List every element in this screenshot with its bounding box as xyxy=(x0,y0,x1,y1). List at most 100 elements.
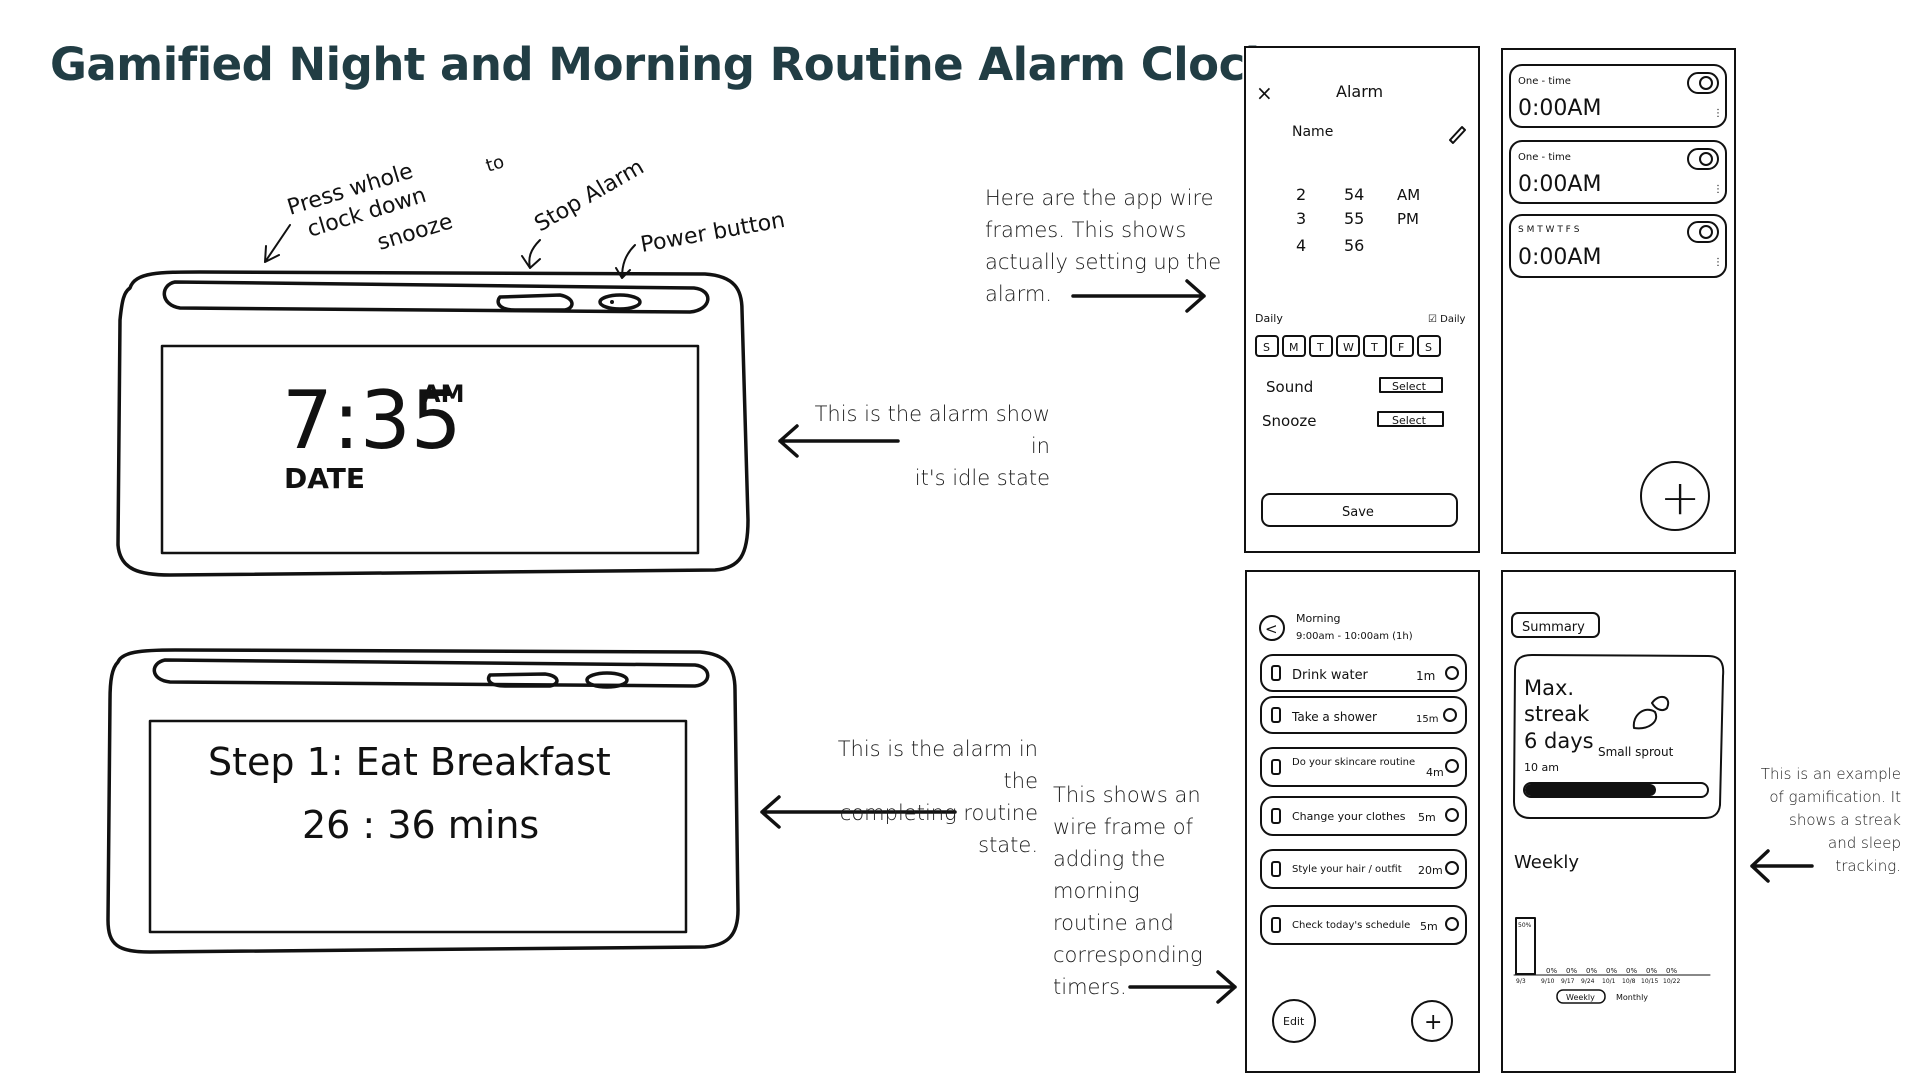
more-icon[interactable]: ⋮ xyxy=(1713,108,1723,119)
week-pct: 0% xyxy=(1566,967,1577,975)
task-card[interactable] xyxy=(1260,747,1467,787)
day-selector: S M T W T F S xyxy=(1255,335,1441,357)
note-line: shows a streak xyxy=(1789,811,1901,829)
drag-handle-icon[interactable] xyxy=(1271,861,1281,877)
task-label: Take a shower xyxy=(1291,710,1377,724)
alarm-card[interactable] xyxy=(1509,214,1727,278)
drag-handle-icon[interactable] xyxy=(1271,707,1281,723)
task-card[interactable] xyxy=(1260,696,1467,734)
more-icon[interactable]: ⋮ xyxy=(1713,257,1723,268)
alarm-card[interactable] xyxy=(1509,140,1727,204)
routine-task[interactable]: Check today's schedule 5m xyxy=(1260,905,1467,945)
task-check[interactable] xyxy=(1445,808,1459,822)
day-label: T xyxy=(1370,341,1378,354)
task-check[interactable] xyxy=(1445,759,1459,773)
task-card[interactable] xyxy=(1260,905,1467,945)
summary-header: Summary xyxy=(1522,620,1585,635)
week-pct: 0% xyxy=(1626,967,1637,975)
week-date: 10/15 xyxy=(1641,978,1658,985)
note-line: timers. xyxy=(1053,975,1127,999)
drag-handle-icon[interactable] xyxy=(1271,808,1281,824)
routine-timer: 26 : 36 mins xyxy=(302,803,539,847)
alarm-list-item[interactable]: S M T W T F S 0:00AM ⋮ xyxy=(1509,214,1727,278)
time-picker[interactable]: 2 54 AM 3 55 PM 4 56 xyxy=(1296,185,1420,255)
task-duration: 4m xyxy=(1426,766,1444,779)
note-line: adding the xyxy=(1053,847,1166,871)
day-label: M xyxy=(1289,341,1299,354)
arrow-idle-icon xyxy=(778,424,900,458)
annotation-power: Power button xyxy=(639,208,787,258)
task-check[interactable] xyxy=(1445,666,1459,680)
week-pct: 0% xyxy=(1666,967,1677,975)
task-card[interactable] xyxy=(1260,654,1467,692)
alarm-card[interactable] xyxy=(1509,64,1727,128)
week-pct: 0% xyxy=(1646,967,1657,975)
routine-name: Morning xyxy=(1296,612,1341,625)
week-date: 10/1 xyxy=(1602,978,1616,985)
day-button[interactable] xyxy=(1363,335,1387,357)
device-routine-screen xyxy=(148,719,688,934)
routine-task[interactable]: Do your skincare routine 4m xyxy=(1260,747,1467,787)
alarm-toggle[interactable] xyxy=(1687,148,1719,170)
task-card[interactable] xyxy=(1260,796,1467,836)
drag-handle-icon[interactable] xyxy=(1271,759,1281,775)
toggle-weekly-button[interactable] xyxy=(1556,989,1606,1004)
power-button[interactable] xyxy=(598,293,642,311)
day-button[interactable] xyxy=(1309,335,1333,357)
task-card[interactable] xyxy=(1260,849,1467,889)
day-label: F xyxy=(1398,341,1404,354)
alarm-list-item[interactable]: One - time 0:00AM ⋮ xyxy=(1509,140,1727,204)
daily-checkbox[interactable]: ☑ Daily xyxy=(1428,314,1466,325)
edit-routine-button[interactable] xyxy=(1272,999,1316,1043)
summary-tab[interactable] xyxy=(1511,612,1600,638)
alarm-toggle[interactable] xyxy=(1687,72,1719,94)
routine-task[interactable]: Style your hair / outfit 20m xyxy=(1260,849,1467,889)
alarm-type: One - time xyxy=(1518,152,1571,163)
week-date: 9/3 xyxy=(1516,978,1526,985)
day-button[interactable] xyxy=(1282,335,1306,357)
add-task-button[interactable] xyxy=(1411,1000,1453,1042)
note-line: Here are the app wire xyxy=(985,186,1214,210)
alarm-list-item[interactable]: One - time 0:00AM ⋮ xyxy=(1509,64,1727,128)
edit-pencil-icon[interactable] xyxy=(1449,126,1466,144)
week-date: 10/22 xyxy=(1663,978,1680,985)
close-icon[interactable]: × xyxy=(1256,81,1273,105)
routine-power-button[interactable] xyxy=(585,671,629,689)
day-button[interactable] xyxy=(1390,335,1414,357)
arrow-routine-icon xyxy=(760,795,957,829)
weekly-bar-value: 50% xyxy=(1518,922,1532,929)
day-button[interactable] xyxy=(1255,335,1279,357)
badge-label: Small sprout xyxy=(1598,745,1674,759)
snooze-label: Snooze xyxy=(1262,412,1317,430)
add-alarm-button[interactable] xyxy=(1640,461,1710,531)
routine-task[interactable]: Take a shower 15m xyxy=(1260,696,1467,734)
drag-handle-icon[interactable] xyxy=(1271,665,1281,681)
day-button[interactable] xyxy=(1417,335,1441,357)
save-button[interactable] xyxy=(1261,493,1458,527)
task-check[interactable] xyxy=(1445,861,1459,875)
weekly-label: Weekly xyxy=(1514,852,1579,873)
day-button[interactable] xyxy=(1336,335,1360,357)
wireframe-summary: Summary Max. streak 6 days 10 am Small s… xyxy=(1501,570,1736,1073)
sound-select-button[interactable] xyxy=(1379,377,1443,393)
task-label: Style your hair / outfit xyxy=(1292,864,1402,875)
routine-stop-button[interactable] xyxy=(486,672,559,688)
task-check[interactable] xyxy=(1443,708,1457,722)
stop-alarm-button[interactable] xyxy=(496,293,574,312)
minute-3: 56 xyxy=(1344,236,1364,255)
toggle-knob xyxy=(1699,225,1713,239)
add-task-icon: + xyxy=(1424,1010,1442,1035)
task-duration: 15m xyxy=(1416,714,1438,725)
drag-handle-icon[interactable] xyxy=(1271,917,1281,933)
task-check[interactable] xyxy=(1445,917,1459,931)
wireframe-routine: < Morning 9:00am - 10:00am (1h) Drink wa… xyxy=(1245,570,1480,1073)
snooze-select-button[interactable] xyxy=(1377,411,1444,427)
toggle-monthly-button[interactable]: Monthly xyxy=(1616,993,1648,1002)
more-icon[interactable]: ⋮ xyxy=(1713,184,1723,195)
alarm-toggle[interactable] xyxy=(1687,221,1719,243)
back-button[interactable] xyxy=(1259,615,1285,641)
routine-task[interactable]: Change your clothes 5m xyxy=(1260,796,1467,836)
task-duration: 5m xyxy=(1418,811,1436,824)
arrow-stop-icon xyxy=(521,239,541,269)
routine-task[interactable]: Drink water 1m xyxy=(1260,654,1467,692)
